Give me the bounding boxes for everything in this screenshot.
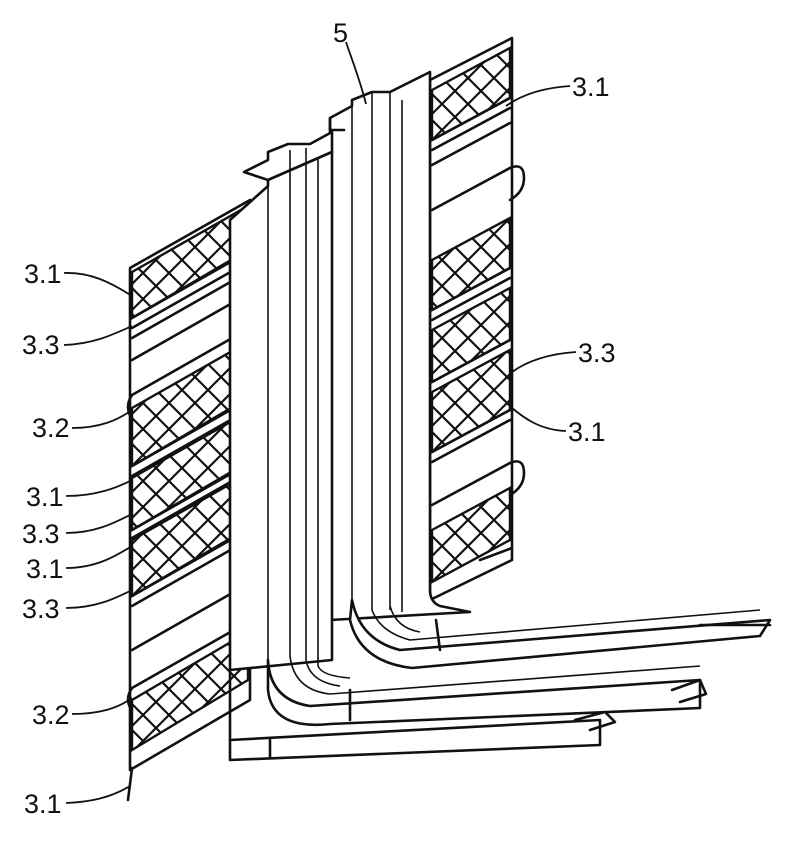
callout-labels: 5 3.1 3.1 3.3 3.2 3.3 3.1 3.1 3.3 3.1 3.… bbox=[22, 18, 616, 819]
callout-3-1-left-9: 3.1 bbox=[24, 789, 62, 819]
back-profile-strip bbox=[328, 70, 772, 670]
right-wall-panel bbox=[428, 36, 526, 602]
callout-3-3-left-7: 3.3 bbox=[22, 594, 60, 624]
leader-lines bbox=[63, 41, 577, 804]
callout-3-1-right-upper: 3.1 bbox=[572, 72, 610, 102]
callout-3-3-left-2: 3.3 bbox=[22, 330, 60, 360]
callout-3-1-left-4: 3.1 bbox=[26, 482, 64, 512]
callout-3-2-left-8: 3.2 bbox=[32, 700, 70, 730]
left-wall-panel bbox=[126, 198, 252, 802]
callout-3-2-left-3: 3.2 bbox=[32, 413, 70, 443]
callout-3-3-left-5: 3.3 bbox=[22, 519, 60, 549]
callout-5: 5 bbox=[333, 18, 348, 48]
front-profile-strip bbox=[228, 130, 708, 762]
callout-3-3-right-mid: 3.3 bbox=[578, 338, 616, 368]
callout-3-1-left-1: 3.1 bbox=[24, 259, 62, 289]
callout-3-1-left-6: 3.1 bbox=[26, 554, 64, 584]
callout-3-1-right-mid: 3.1 bbox=[568, 417, 606, 447]
